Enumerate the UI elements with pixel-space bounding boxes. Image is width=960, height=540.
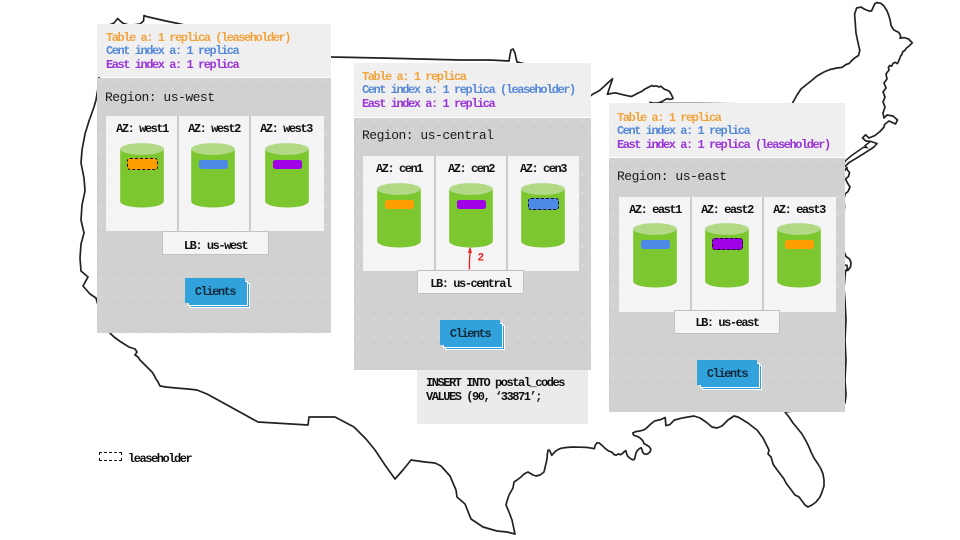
svg-text:2: 2: [478, 253, 485, 265]
